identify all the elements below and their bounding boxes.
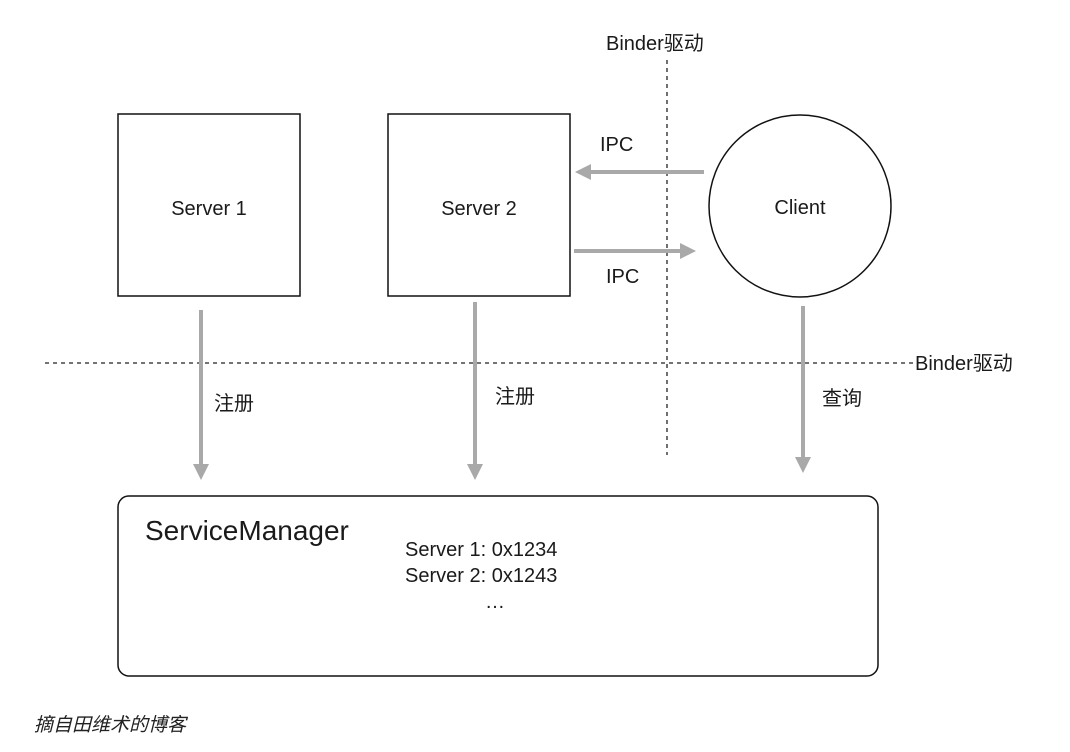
query-label: 查询 [822,387,862,410]
server-1-box: Server 1 [117,113,301,297]
service-manager-title: ServiceManager [145,515,349,546]
register-label-1: 注册 [214,392,254,415]
source-caption: 摘自田维术的博客 [34,714,187,736]
client-label: Client [774,197,826,219]
server-2-box: Server 2 [387,113,571,297]
server-2-label: Server 2 [441,198,517,220]
service-manager-box: ServiceManager Server 1: 0x1234 Server 2… [117,495,879,677]
registry-ellipsis: … [485,591,505,613]
binder-driver-label-right: Binder驱动 [915,352,1013,375]
ipc-label-bottom: IPC [606,266,639,288]
client-node: Client [708,114,892,298]
server-1-label: Server 1 [171,198,247,220]
register-label-2: 注册 [495,385,535,408]
binder-driver-label-top: Binder驱动 [606,32,704,55]
registry-entry: Server 2: 0x1243 [405,565,557,587]
ipc-label-top: IPC [600,134,633,156]
registry-entry: Server 1: 0x1234 [405,539,557,561]
